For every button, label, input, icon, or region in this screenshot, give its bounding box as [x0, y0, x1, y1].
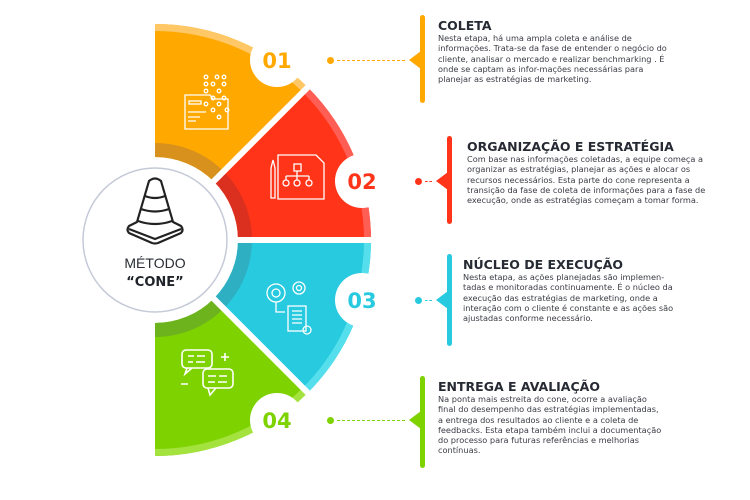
connector-line [425, 181, 432, 182]
connector-line [425, 300, 432, 301]
step-description: Nesta etapa, há uma ampla coleta e análi… [438, 33, 667, 85]
callout-bar [420, 376, 425, 468]
step-number: 02 [347, 170, 376, 194]
connector-dot [327, 417, 334, 424]
step-description: Nesta etapa, as ações planejadas são imp… [463, 272, 674, 324]
number-bubble [250, 33, 304, 87]
strategy-document-icon [270, 154, 325, 200]
connector-dot [415, 178, 422, 185]
callout-bar [447, 136, 452, 224]
segment-03 [213, 240, 371, 393]
callout-pointer [436, 172, 448, 190]
connector-line [337, 420, 405, 421]
step-title: ORGANIZAÇÃO E ESTRATÉGIA [467, 139, 674, 154]
segment-divider [208, 293, 314, 399]
step-description: Com base nas informações coletadas, a eq… [467, 154, 706, 206]
number-bubble [335, 273, 389, 327]
callout-pointer [409, 411, 421, 429]
step-title: NÚCLEO DE EXECUÇÃO [463, 257, 624, 272]
callout-pointer [436, 291, 448, 309]
connector-dot [415, 297, 422, 304]
connector-line [337, 60, 405, 61]
traffic-cone-icon [126, 177, 184, 245]
gears-checklist-icon [266, 281, 312, 335]
step-title: COLETA [438, 18, 492, 33]
step-description: Na ponta mais estreita do cone, ocorre a… [438, 394, 662, 456]
step-number: 03 [347, 289, 376, 313]
feedback-chat-icon [181, 349, 234, 397]
center-subtitle: “CONE” [126, 275, 183, 290]
step-number: 01 [262, 49, 291, 73]
segment-divider [208, 81, 314, 187]
center-title: MÉTODO [124, 255, 185, 271]
step-number: 04 [262, 409, 291, 433]
callout-bar [447, 254, 452, 346]
step-title: ENTREGA E AVALIAÇÃO [438, 379, 600, 394]
number-bubble [335, 154, 389, 208]
segment-02 [213, 87, 371, 240]
callout-pointer [409, 51, 421, 69]
number-bubble [250, 393, 304, 447]
callout-bar [420, 15, 425, 103]
connector-dot [327, 57, 334, 64]
data-analysis-icon [184, 74, 230, 130]
